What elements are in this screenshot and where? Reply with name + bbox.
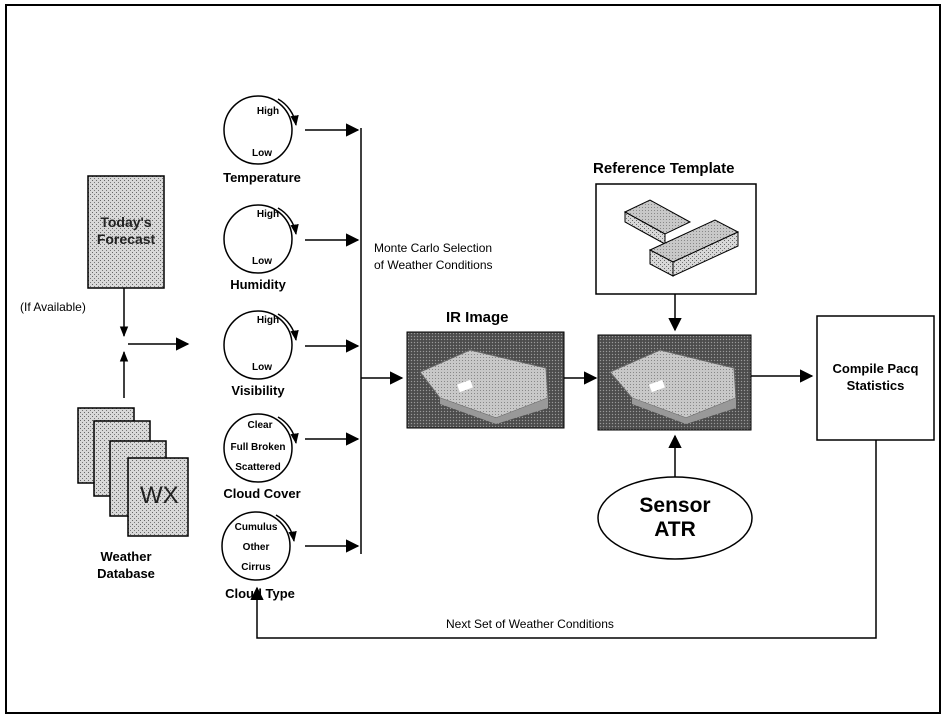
cloud-type-other: Other [242,542,270,553]
ir-image-label: IR Image [446,309,509,326]
weather-database-label: Weather Database [97,548,155,582]
forecast-line1: Today's [100,214,152,230]
monte-carlo-line2: of Weather Conditions [374,258,493,272]
temperature-low: Low [252,148,272,159]
cloud-type-label: Cloud Type [225,586,295,601]
temperature-high: High [256,106,280,117]
dial-humidity [223,204,299,274]
dial-temperature [223,95,299,165]
weather-database-stack [77,407,189,537]
feedback-loop-arrow [250,440,877,639]
monte-carlo-line1: Monte Carlo Selection [374,241,493,255]
visibility-high: High [256,315,280,326]
sensor-line2: ATR [654,518,696,541]
humidity-high: High [256,209,280,220]
dial-output-arrows [305,123,360,553]
cloud-cover-full-broken: Full Broken [230,442,286,453]
dial-visibility [223,310,299,380]
humidity-low: Low [252,256,272,267]
monte-carlo-label: Monte Carlo Selection of Weather Conditi… [374,240,493,274]
cloud-cover-scattered: Scattered [235,462,281,473]
compile-line2: Statistics [846,378,905,393]
compile-line1: Compile Pacq [832,361,919,376]
visibility-label: Visibility [231,383,285,398]
humidity-label: Humidity [230,277,286,292]
figure-frame [5,4,941,714]
sensor-line1: Sensor [639,494,711,517]
visibility-low: Low [252,362,272,373]
ir-image [406,331,565,429]
compile-box [816,315,935,441]
matcher-image [597,334,752,431]
forecast-sheet [87,175,165,289]
cloud-type-cumulus: Cumulus [234,522,278,533]
reference-template-label: Reference Template [593,160,735,177]
weather-database-line1: Weather [100,549,152,564]
sensor-atr-label: Sensor ATR [639,494,710,542]
reference-template-box [595,183,757,295]
next-set-label: Next Set of Weather Conditions [446,617,614,631]
cloud-cover-clear: Clear [247,420,273,431]
forecast-label: Today's Forecast [97,214,155,248]
if-available-label: (If Available) [20,300,86,314]
dial-cloud-cover [223,413,299,483]
compile-label: Compile Pacq Statistics [817,360,934,394]
cloud-cover-label: Cloud Cover [223,486,301,501]
temperature-label: Temperature [223,170,301,185]
dial-cloud-type [221,511,297,581]
weather-database-line2: Database [97,566,155,581]
forecast-line2: Forecast [96,231,156,247]
cloud-type-cirrus: Cirrus [241,562,271,573]
wx-card-text: WX [140,482,179,509]
